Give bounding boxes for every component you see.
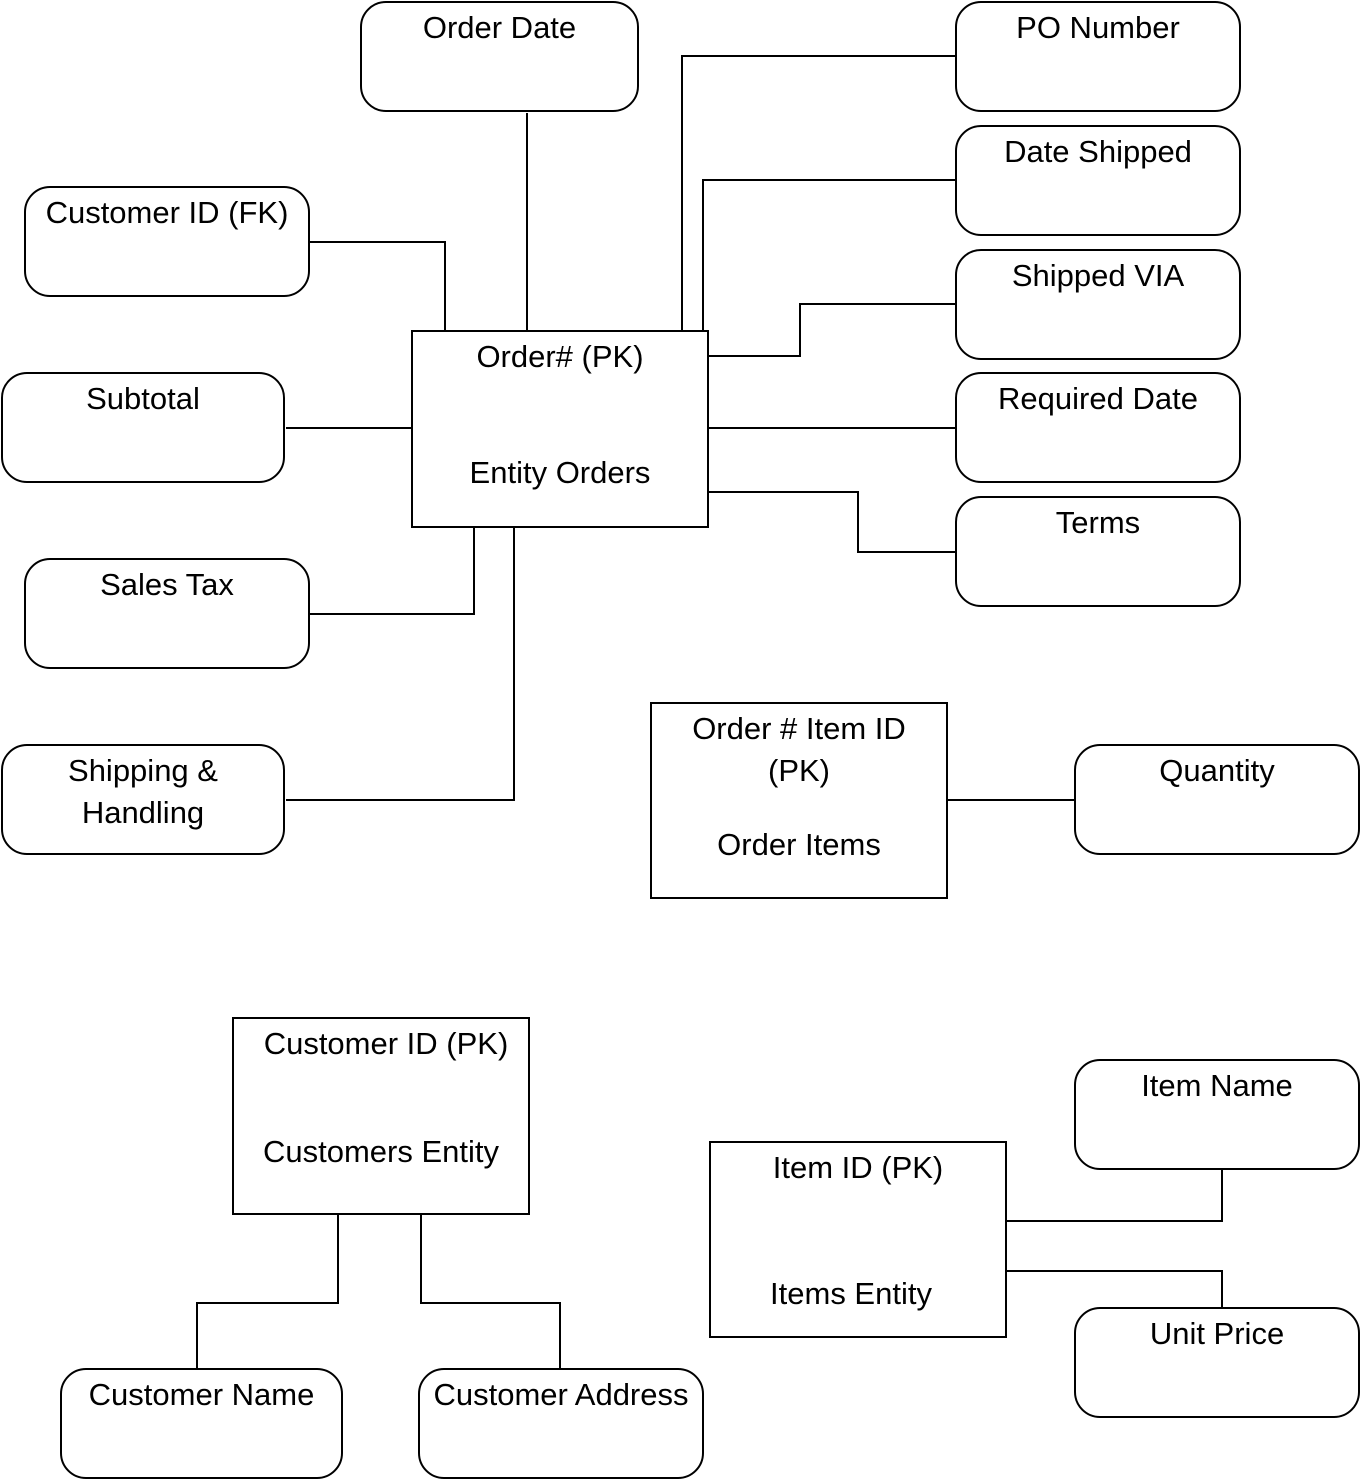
connector-date-shipped (702, 179, 957, 330)
entity-order-items-name: Order Items (717, 827, 881, 862)
attr-po-number[interactable]: PO Number (955, 1, 1241, 112)
connector-sales-tax (309, 528, 475, 615)
attr-required-date[interactable]: Required Date (955, 372, 1241, 483)
attr-item-name-label: Item Name (1141, 1068, 1293, 1103)
attr-po-number-label: PO Number (1016, 10, 1180, 45)
attr-customer-id-fk[interactable]: Customer ID (FK) (24, 186, 310, 297)
attr-order-date[interactable]: Order Date (360, 1, 639, 112)
attr-date-shipped-label: Date Shipped (1004, 134, 1192, 169)
attr-customer-name[interactable]: Customer Name (60, 1368, 343, 1479)
entity-items-name: Items Entity (770, 1276, 932, 1311)
attr-shipped-via-label: Shipped VIA (1011, 258, 1185, 293)
connector-shipped-via (708, 303, 957, 357)
attr-sales-tax-label: Sales Tax (100, 567, 234, 602)
attr-shipped-via[interactable]: Shipped VIA (955, 249, 1241, 360)
attr-unit-price-label: Unit Price (1149, 1316, 1285, 1351)
attr-order-date-label: Order Date (422, 10, 577, 45)
connector-quantity (946, 799, 1076, 808)
attr-shipping-handling[interactable]: Shipping & Handling (1, 744, 285, 855)
attr-customer-address-label: Customer Address (433, 1377, 689, 1412)
entity-orders[interactable]: Order# (PK) Entity Orders (411, 330, 709, 528)
entity-orders-key: Order# (PK) (476, 339, 644, 374)
connector-terms (708, 491, 957, 553)
attr-shipping-handling-label: Shipping & Handling (68, 753, 218, 830)
attr-sales-tax[interactable]: Sales Tax (24, 558, 310, 669)
entity-items-key: Item ID (PK) (772, 1150, 944, 1185)
entity-customers[interactable]: Customer ID (PK) Customers Entity (232, 1017, 530, 1215)
attr-required-date-label: Required Date (998, 381, 1198, 416)
attr-subtotal-label: Subtotal (86, 381, 200, 416)
connector-customer-id-fk (309, 241, 446, 330)
connector-unit-price (1006, 1270, 1223, 1308)
attr-quantity-label: Quantity (1159, 753, 1275, 788)
entity-items[interactable]: Item ID (PK) Items Entity (709, 1141, 1007, 1338)
entity-customers-key: Customer ID (PK) (263, 1026, 509, 1061)
connector-po-number (681, 55, 957, 330)
attr-terms-label: Terms (1055, 505, 1141, 540)
attr-date-shipped[interactable]: Date Shipped (955, 125, 1241, 236)
attr-subtotal[interactable]: Subtotal (1, 372, 285, 483)
connector-shipping-handling (286, 528, 515, 801)
connector-customer-name (196, 1215, 339, 1370)
attr-customer-name-label: Customer Name (88, 1377, 315, 1412)
attr-unit-price[interactable]: Unit Price (1074, 1307, 1360, 1418)
attr-quantity[interactable]: Quantity (1074, 744, 1360, 855)
attr-customer-address[interactable]: Customer Address (418, 1368, 704, 1479)
attr-terms[interactable]: Terms (955, 496, 1241, 607)
attr-customer-id-fk-label: Customer ID (FK) (45, 195, 289, 230)
entity-order-items[interactable]: Order # Item ID (PK) Order Items (650, 702, 948, 899)
entity-orders-name: Entity Orders (469, 455, 651, 490)
entity-customers-name: Customers Entity (262, 1134, 499, 1169)
entity-order-items-key: Order # Item ID (PK) (692, 711, 906, 788)
connector-customer-address (420, 1215, 561, 1370)
attr-item-name[interactable]: Item Name (1074, 1059, 1360, 1170)
connector-item-name (1006, 1170, 1223, 1222)
